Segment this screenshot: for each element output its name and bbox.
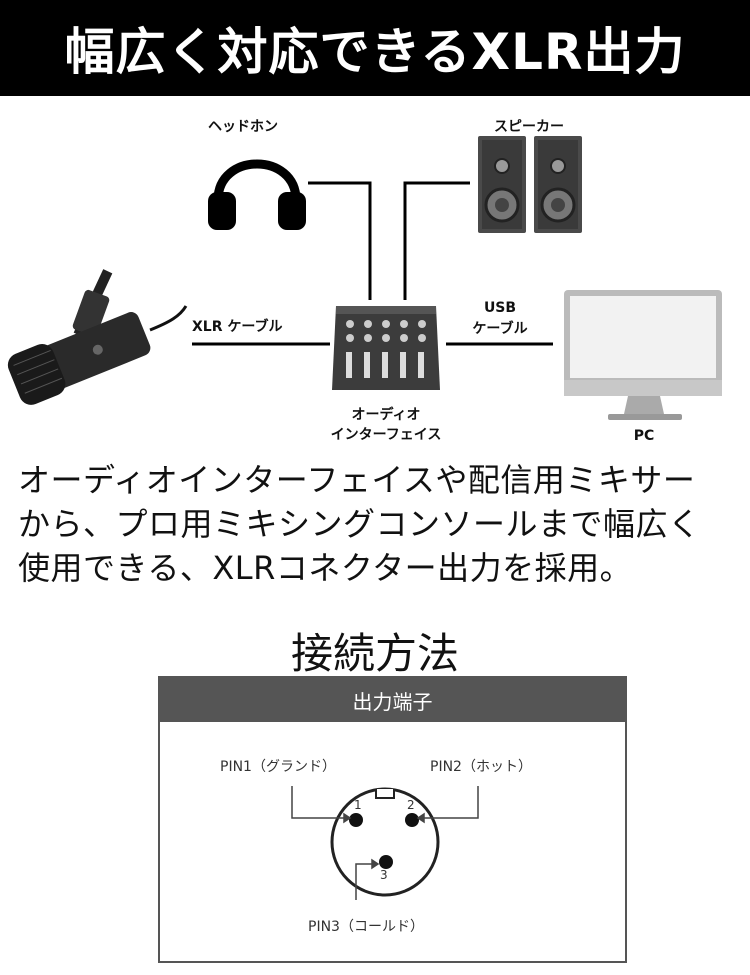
description-line-1: オーディオインターフェイスや配信用ミキサー	[18, 461, 696, 499]
pin1-label: PIN1（グランド）	[220, 759, 336, 775]
speaker-label: スピーカー	[494, 119, 564, 135]
pin3-label: PIN3（コールド）	[308, 919, 424, 935]
connection-title: 接続方法	[290, 629, 459, 678]
usb-cable-label-2: ケーブル	[472, 321, 528, 337]
microphone-icon	[7, 269, 188, 405]
xlr-cable-label: XLR ケーブル	[192, 319, 283, 335]
pc-label: PC	[633, 428, 655, 444]
headphones-icon	[208, 159, 306, 230]
pin-leader-lines	[291, 786, 479, 900]
headphone-cable	[308, 181, 372, 300]
speakers-icon	[478, 136, 582, 233]
description: オーディオインターフェイスや配信用ミキサー から、プロ用ミキシングコンソールまで…	[18, 458, 738, 590]
pin3-number: 3	[380, 868, 388, 882]
header-banner: 幅広く対応できるXLR出力	[0, 0, 750, 96]
pin2-label: PIN2（ホット）	[430, 759, 532, 775]
pin2-dot	[405, 813, 419, 827]
output-terminal-box: 出力端子 PIN1（グランド） PIN2（ホット） PIN3（コールド） 1 2…	[158, 676, 627, 963]
output-terminal-title: 出力端子	[352, 689, 433, 714]
pin2-number: 2	[407, 798, 415, 812]
pin1-number: 1	[354, 798, 362, 812]
description-line-2: から、プロ用ミキシングコンソールまで幅広く	[18, 505, 701, 543]
description-line-3: 使用できる、XLRコネクター出力を採用。	[18, 549, 633, 587]
audio-interface-icon	[332, 306, 440, 390]
speaker-cable	[403, 181, 470, 300]
headphone-label: ヘッドホン	[208, 119, 278, 135]
output-terminal-header: 出力端子	[160, 678, 625, 722]
usb-cable-label-1: USB	[483, 300, 517, 316]
cables	[192, 181, 553, 346]
interface-label-2: インターフェイス	[330, 427, 442, 443]
pin3-dot	[379, 855, 393, 869]
pc-monitor-icon	[564, 290, 722, 420]
pin1-dot	[349, 813, 363, 827]
connection-diagram	[7, 136, 722, 420]
page-title: 幅広く対応できるXLR出力	[64, 23, 686, 81]
xlr-connector-icon	[330, 787, 440, 897]
interface-label-1: オーディオ	[351, 407, 421, 423]
xlr-pinout-diagram	[291, 786, 479, 900]
